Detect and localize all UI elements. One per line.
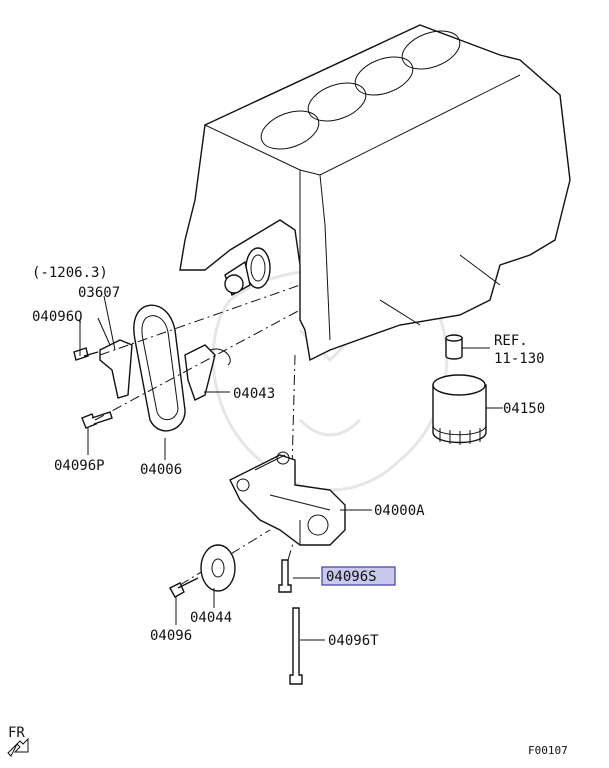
engine-block bbox=[179, 24, 571, 362]
label-04006[interactable]: 04006 bbox=[140, 462, 182, 478]
label-03607: 03607 bbox=[78, 285, 120, 301]
chain-guide bbox=[99, 339, 133, 399]
selected-part-highlight bbox=[321, 566, 396, 586]
crank-sprocket bbox=[224, 247, 271, 297]
timing-chain bbox=[133, 304, 186, 432]
tensioner-lever bbox=[184, 344, 216, 401]
bolt-04096T bbox=[289, 607, 303, 685]
bolt-04096 bbox=[169, 582, 185, 598]
ref-fitting bbox=[445, 334, 463, 360]
label-04096S[interactable]: 04096S bbox=[326, 569, 377, 585]
figure-code: F00107 bbox=[528, 744, 568, 757]
oil-pump bbox=[229, 451, 346, 546]
label-04150[interactable]: 04150 bbox=[503, 401, 545, 417]
label-range: (-1206.3) bbox=[32, 265, 108, 281]
label-04096Q[interactable]: 04096Q bbox=[32, 309, 83, 325]
label-04096P[interactable]: 04096P bbox=[54, 458, 105, 474]
oil-pump-sprocket bbox=[200, 544, 236, 592]
front-arrow-icon bbox=[7, 737, 29, 757]
label-04096[interactable]: 04096 bbox=[150, 628, 192, 644]
label-04043[interactable]: 04043 bbox=[233, 386, 275, 402]
bolt-04096S bbox=[278, 559, 292, 593]
label-front: FR bbox=[8, 725, 25, 741]
label-04044[interactable]: 04044 bbox=[190, 610, 232, 626]
oil-filter bbox=[432, 374, 487, 445]
label-04096T[interactable]: 04096T bbox=[328, 633, 379, 649]
label-04000A[interactable]: 04000A bbox=[374, 503, 425, 519]
label-ref[interactable]: REF. bbox=[494, 333, 528, 349]
label-ref-number[interactable]: 11-130 bbox=[494, 351, 545, 367]
bolt-04096Q bbox=[73, 347, 89, 361]
